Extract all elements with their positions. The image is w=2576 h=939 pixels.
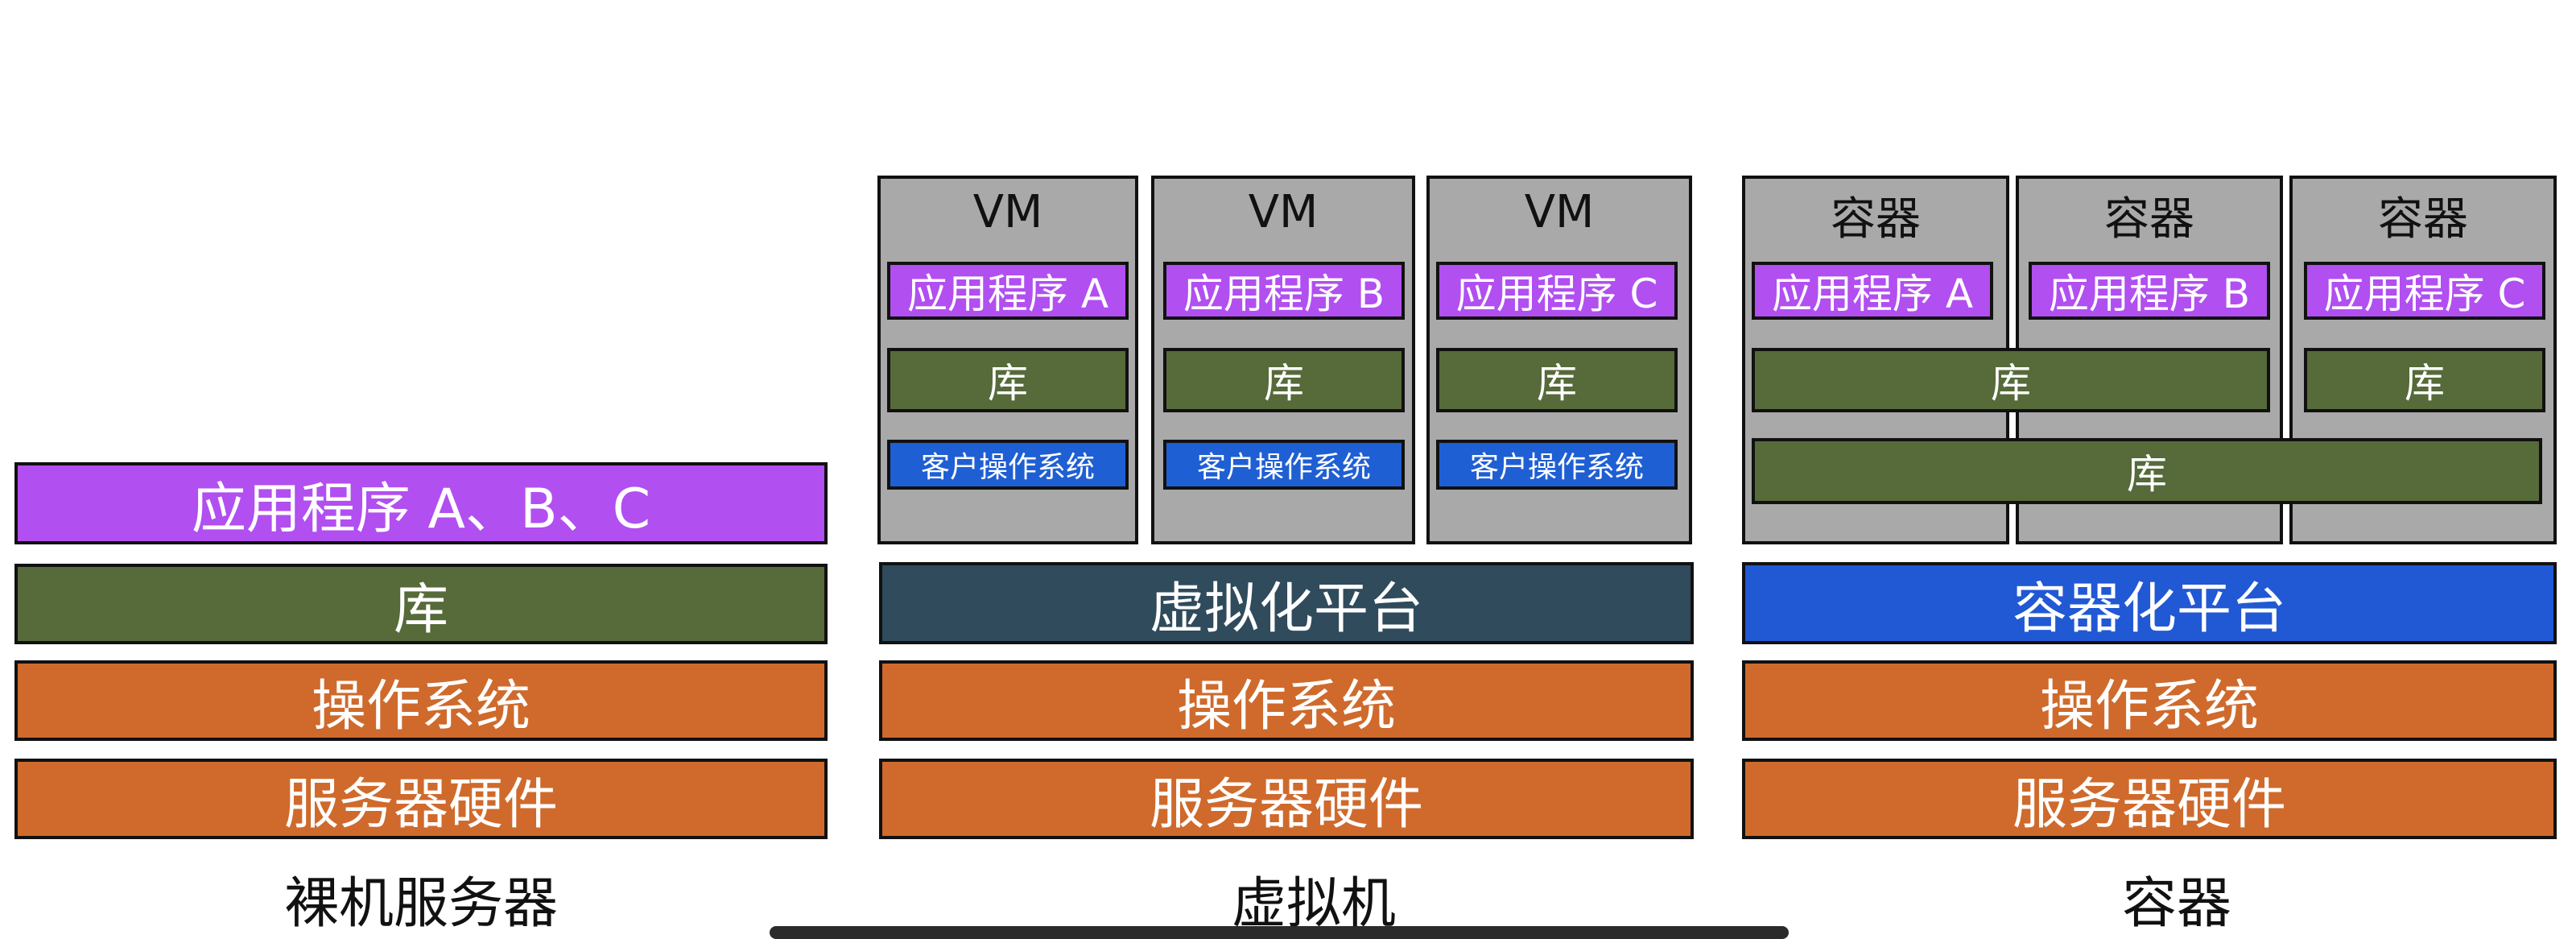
container-shared-lib-ab: 库 [1752, 348, 2270, 412]
vm-app-3: 应用程序 C [1436, 262, 1678, 320]
vm-guest-os-1: 客户操作系统 [887, 440, 1129, 490]
container-title-3: 容器 [2378, 192, 2468, 246]
container-shared-lib-all: 库 [1752, 438, 2542, 504]
vm-title-2: VM [1248, 185, 1319, 238]
container-app-1: 应用程序 A [1752, 262, 1993, 320]
vm-lib-2: 库 [1163, 348, 1405, 412]
container-app-2: 应用程序 B [2029, 262, 2270, 320]
bare-metal-lib: 库 [14, 564, 828, 644]
vm-caption: 虚拟机 [1231, 871, 1396, 936]
virtualization-platform: 虚拟化平台 [879, 562, 1694, 644]
bare-metal-apps: 应用程序 A、B、C [14, 462, 828, 544]
container-title-2: 容器 [2104, 192, 2194, 246]
bare-metal-caption: 裸机服务器 [283, 871, 558, 936]
vm-app-2: 应用程序 B [1163, 262, 1405, 320]
vm-lib-1: 库 [887, 348, 1129, 412]
vm-guest-os-2: 客户操作系统 [1163, 440, 1405, 490]
container-platform: 容器化平台 [1742, 562, 2557, 644]
vm-hardware: 服务器硬件 [879, 759, 1694, 839]
container-app-3: 应用程序 C [2304, 262, 2545, 320]
vm-guest-os-3: 客户操作系统 [1436, 440, 1678, 490]
container-caption: 容器 [2121, 871, 2231, 936]
vm-app-1: 应用程序 A [887, 262, 1129, 320]
container-lib-c: 库 [2304, 348, 2545, 412]
container-host-os: 操作系统 [1742, 660, 2557, 741]
bare-metal-os: 操作系统 [14, 660, 828, 741]
vm-title-3: VM [1524, 185, 1595, 238]
vm-title-1: VM [972, 185, 1043, 238]
container-title-1: 容器 [1831, 192, 1921, 246]
bare-metal-hardware: 服务器硬件 [14, 759, 828, 839]
vm-host-os: 操作系统 [879, 660, 1694, 741]
container-hardware: 服务器硬件 [1742, 759, 2557, 839]
vm-lib-3: 库 [1436, 348, 1678, 412]
horizontal-scrollbar[interactable] [770, 926, 1789, 939]
